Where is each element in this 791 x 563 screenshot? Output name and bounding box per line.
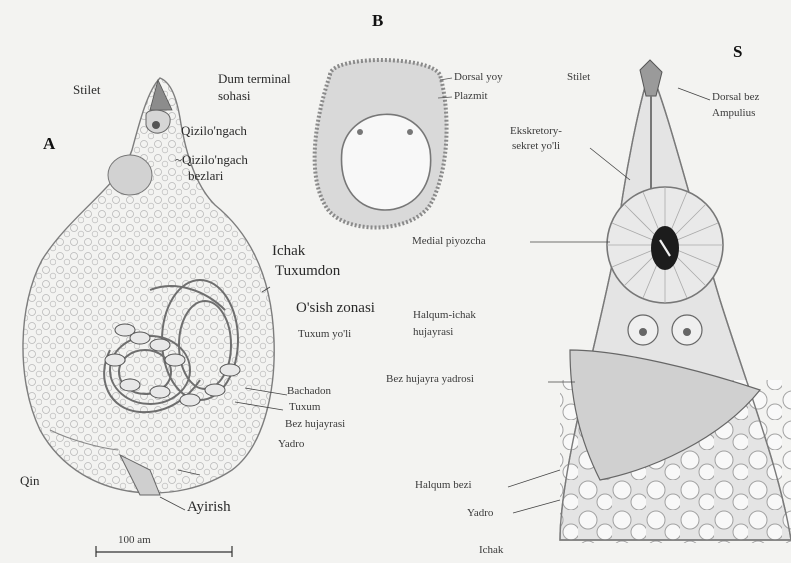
label-s-ampulius: Ampulius	[712, 108, 755, 120]
label-a-bez-hujayrasi: Bez hujayrasi	[285, 419, 345, 431]
label-a-scale: 100 am	[118, 535, 151, 547]
label-b-dorsal-yoy: Dorsal yoy	[454, 72, 503, 84]
label-s-bez-hujayra-yadrosi: Bez hujayra yadrosi	[386, 374, 474, 386]
label-s-halqum-ichak: Halqum-ichak	[413, 310, 476, 322]
label-s-yadro: Yadro	[467, 508, 493, 520]
label-s-stilet: Stilet	[567, 72, 590, 84]
label-a-ayirish: Ayirish	[187, 500, 231, 516]
scale-bar	[96, 546, 232, 557]
label-a-sohasi: sohasi	[218, 89, 251, 103]
body-a-drawing	[23, 78, 287, 557]
label-a-bezlari: bezlari	[188, 169, 223, 183]
label-s-dorsal-bez: Dorsal bez	[712, 92, 759, 104]
label-a-qizilongach-bezlari: ~Qizilo'ngach	[175, 153, 248, 167]
label-a-bachadon: Bachadon	[287, 386, 331, 398]
cross-section-b-drawing	[315, 60, 452, 228]
label-a-osish-zonasi: O'sish zonasi	[296, 301, 375, 317]
label-a-yadro: Yadro	[278, 439, 304, 451]
label-a-tuxum: Tuxum	[289, 402, 320, 414]
label-a-tuxum-yoli: Tuxum yo'li	[298, 329, 351, 341]
label-a-ichak: Ichak	[272, 244, 305, 260]
label-a-stilet: Stilet	[73, 83, 100, 97]
label-a-qizilongach: Qizilo'ngach	[181, 124, 247, 138]
label-a-qin: Qin	[20, 474, 40, 488]
label-a-tuxumdon: Tuxumdon	[275, 264, 340, 280]
label-s-ichak: Ichak	[479, 545, 503, 557]
label-b-plazmit: Plazmit	[454, 91, 488, 103]
panel-label-a: A	[43, 135, 55, 153]
panel-label-b: B	[372, 12, 383, 30]
label-s-ekskretor: Ekskretory-	[510, 126, 562, 138]
panel-label-s: S	[733, 43, 742, 61]
label-s-sekret-yoli: sekret yo'li	[512, 141, 560, 153]
label-s-hujayrasi: hujayrasi	[413, 327, 453, 339]
label-s-halqum-bezi: Halqum bezi	[415, 480, 472, 492]
label-a-dum-terminal: Dum terminal	[218, 72, 291, 86]
label-s-medial-piyozcha: Medial piyozcha	[412, 236, 486, 248]
